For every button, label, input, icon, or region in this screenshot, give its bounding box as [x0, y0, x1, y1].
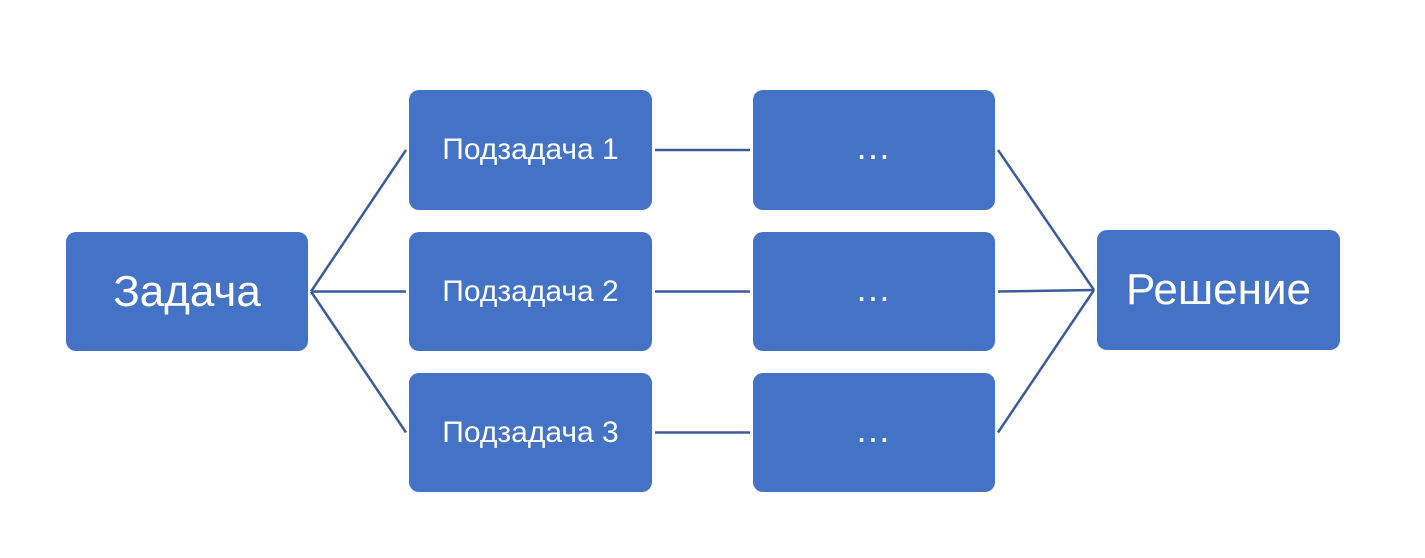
continuation-label-3: …	[855, 408, 893, 450]
continuation-node-2: …	[753, 232, 995, 351]
task-label: Задача	[113, 266, 261, 316]
solution-node: Решение	[1097, 230, 1340, 350]
subtask-label-2: Подзадача 2	[442, 274, 619, 308]
solution-label: Решение	[1125, 265, 1311, 314]
subtask-node-1: Подзадача 1	[409, 90, 652, 210]
subtask-node-2: Подзадача 2	[409, 232, 652, 351]
task-node: Задача	[66, 232, 308, 351]
connector-task-to-subtasks-0	[309, 149, 408, 293]
subtask-label-1: Подзадача 1	[442, 133, 619, 166]
continuation-node-3: …	[753, 373, 995, 492]
continuation-label-1: …	[855, 126, 893, 167]
connector-continuations-0-to-solution	[996, 149, 1096, 291]
continuation-label-2: …	[855, 267, 893, 309]
connector-task-to-subtasks-2	[309, 290, 408, 434]
continuation-node-1: …	[753, 90, 995, 210]
connector-continuations-1-to-solution	[997, 288, 1095, 293]
subtask-label-3: Подзадача 3	[442, 415, 619, 449]
subtask-node-3: Подзадача 3	[409, 373, 652, 492]
connector-continuations-2-to-solution	[996, 289, 1096, 434]
